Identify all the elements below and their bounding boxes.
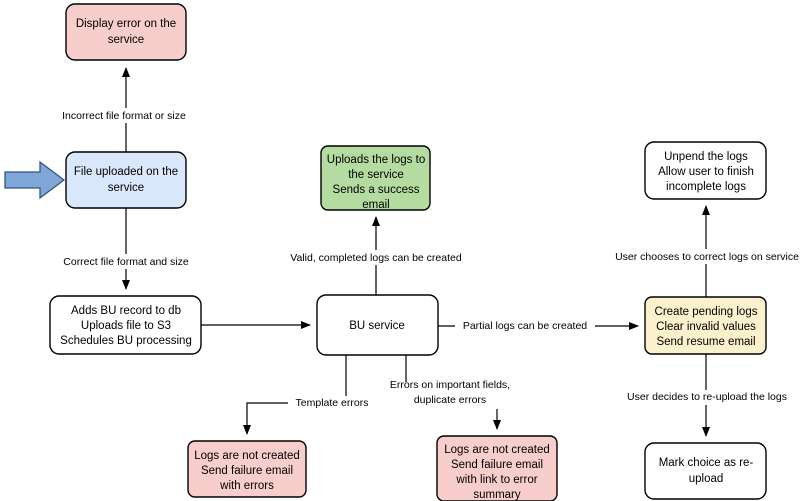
node-mark-choice-reupload-line-2: upload [689,473,724,485]
node-unpend-logs-line-3: incomplete logs [666,181,746,193]
node-unpend-logs[interactable]: Unpend the logs Allow user to finish inc… [644,141,767,200]
node-adds-bu-record-line-2: Uploads file to S3 [81,320,171,332]
node-logs-not-created-fields[interactable]: Logs are not created Send failure email … [436,435,558,501]
edge-label-backdrop [288,396,376,410]
edge-valid-completed-logs: Valid, completed logs can be created [282,216,470,295]
node-logs-not-created-fields-line-3: with link to error [455,474,537,486]
node-display-error[interactable]: Display error on the service [65,3,187,61]
node-shape[interactable] [65,3,187,61]
edge-label-correct-file-format: Correct file format and size [63,256,189,268]
node-display-error-line-1: Display error on the [76,18,176,30]
edge-label-partial-logs: Partial logs can be created [463,320,587,332]
node-create-pending-logs-line-2: Clear invalid values [656,321,756,333]
node-bu-service[interactable]: BU service [316,294,439,356]
edge-label-template-errors: Template errors [296,397,369,409]
edge-label-backdrop [455,319,595,333]
node-display-error-line-2: service [108,34,144,46]
edge-label-user-corrects-logs: User chooses to correct logs on service [615,251,799,263]
edge-template-errors: Template errors [243,355,376,435]
edge-label-field-errors-line2: duplicate errors [414,394,486,406]
node-logs-not-created-template[interactable]: Logs are not created Send failure email … [187,440,307,498]
edge-correct-file-format: Correct file format and size [56,208,196,290]
edge-incorrect-file-format: Incorrect file format or size [55,67,195,152]
node-shape[interactable] [644,141,767,200]
node-uploads-logs-success-line-4: email [362,199,389,211]
node-shape[interactable] [320,145,431,211]
node-mark-choice-reupload-line-1: Mark choice as re- [659,457,754,469]
edge-line [243,355,347,435]
node-logs-not-created-template-line-1: Logs are not created [194,450,300,462]
node-shape[interactable] [436,435,558,501]
node-adds-bu-record[interactable]: Adds BU record to db Uploads file to S3 … [49,295,202,355]
node-create-pending-logs[interactable]: Create pending logs Clear invalid values… [644,296,767,355]
edge-label-backdrop [618,390,796,405]
node-uploads-logs-success-line-1: Uploads the logs to [327,154,425,166]
node-unpend-logs-line-1: Unpend the logs [664,151,748,163]
edge-label-backdrop [56,254,196,269]
node-shape[interactable] [644,296,767,355]
node-adds-bu-record-line-1: Adds BU record to db [71,305,181,317]
node-unpend-logs-line-2: Allow user to finish [658,166,754,178]
node-uploads-logs-success-line-3: Sends a success [333,184,420,196]
node-file-uploaded[interactable]: File uploaded on the service [65,151,187,209]
edge-partial-logs: Partial logs can be created [438,319,639,333]
edge-label-backdrop [282,250,470,265]
node-create-pending-logs-line-3: Send resume email [656,336,755,348]
node-logs-not-created-template-line-2: Send failure email [201,465,293,477]
node-file-uploaded-line-2: service [108,182,144,194]
node-adds-bu-record-line-3: Schedules BU processing [60,335,192,347]
edge-label-field-errors-line1: Errors on important fields, [390,379,510,391]
edge-label-backdrop [55,108,195,123]
node-logs-not-created-fields-line-2: Send failure email [451,459,543,471]
node-logs-not-created-fields-line-4: summary [473,489,521,501]
node-logs-not-created-template-line-3: with errors [219,480,274,492]
node-shape[interactable] [49,295,202,355]
node-create-pending-logs-line-1: Create pending logs [655,306,758,318]
node-bu-service-label: BU service [349,320,405,332]
node-mark-choice-reupload[interactable]: Mark choice as re- upload [644,442,767,500]
edge-label-incorrect-file-format: Incorrect file format or size [62,110,186,122]
node-shape[interactable] [644,442,767,500]
node-uploads-logs-success[interactable]: Uploads the logs to the service Sends a … [320,145,431,211]
node-shape[interactable] [316,294,439,356]
edge-label-backdrop [604,249,801,264]
edge-user-reupload: User decides to re-upload the logs [618,354,796,437]
node-uploads-logs-success-line-2: the service [348,169,404,181]
edge-label-user-reupload: User decides to re-upload the logs [627,391,787,403]
node-logs-not-created-fields-line-1: Logs are not created [444,444,550,456]
edge-user-corrects-logs: User chooses to correct logs on service [604,205,801,297]
node-shape[interactable] [187,440,307,498]
edge-field-errors: Errors on important fields, duplicate er… [390,355,510,430]
start-arrow-shape [4,160,66,200]
node-shape[interactable] [65,151,187,209]
node-file-uploaded-line-1: File uploaded on the [74,166,178,178]
edge-label-valid-completed-logs: Valid, completed logs can be created [290,252,462,264]
start-arrow-icon [4,160,66,200]
